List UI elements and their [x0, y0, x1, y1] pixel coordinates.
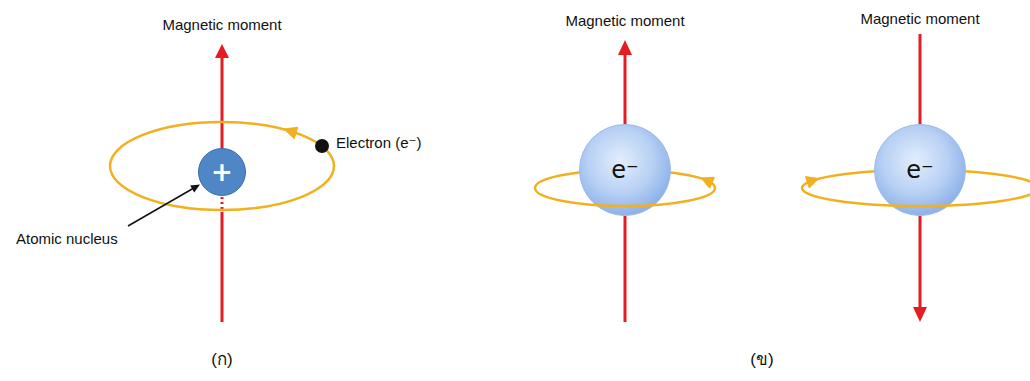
electron-label: Electron (e⁻): [336, 134, 421, 152]
moment-arrowhead: [913, 307, 927, 322]
orbit-arrowhead: [701, 177, 714, 188]
node-outline: [580, 125, 671, 216]
electron-dot: [315, 139, 329, 153]
leader-line: [128, 189, 193, 227]
electron-sphere: e⁻: [579, 124, 671, 216]
node-text: +: [211, 159, 233, 185]
moment-arrow: [624, 54, 627, 124]
orbit-arrowhead: [284, 127, 298, 138]
leader-arrowhead: [190, 185, 200, 193]
moment-hidden-segment: [221, 197, 224, 210]
moment-arrow-tail: [919, 34, 922, 124]
electron-sphere: e⁻: [874, 124, 966, 216]
atomic-nucleus: +: [198, 148, 246, 196]
orbit-arrowhead: [806, 177, 819, 188]
nucleus-label: Atomic nucleus: [16, 230, 118, 248]
axis-label: Magnetic moment: [860, 10, 979, 28]
moment-arrow-tail: [624, 216, 627, 322]
moment-arrow-tail: [221, 212, 224, 322]
panel-label: (ข): [750, 350, 773, 370]
node-outline: [875, 125, 966, 216]
axis-label: Magnetic moment: [565, 12, 684, 30]
moment-arrow: [221, 56, 224, 148]
electron-orbit: [110, 122, 334, 210]
panel-label: (ก): [211, 350, 232, 370]
node-outline: [199, 149, 246, 196]
node-text: e⁻: [611, 158, 638, 182]
moment-arrow: [919, 216, 922, 308]
node-text: e⁻: [906, 158, 933, 182]
axis-label: Magnetic moment: [162, 16, 281, 34]
moment-arrowhead: [215, 44, 229, 58]
moment-arrowhead: [618, 40, 632, 55]
